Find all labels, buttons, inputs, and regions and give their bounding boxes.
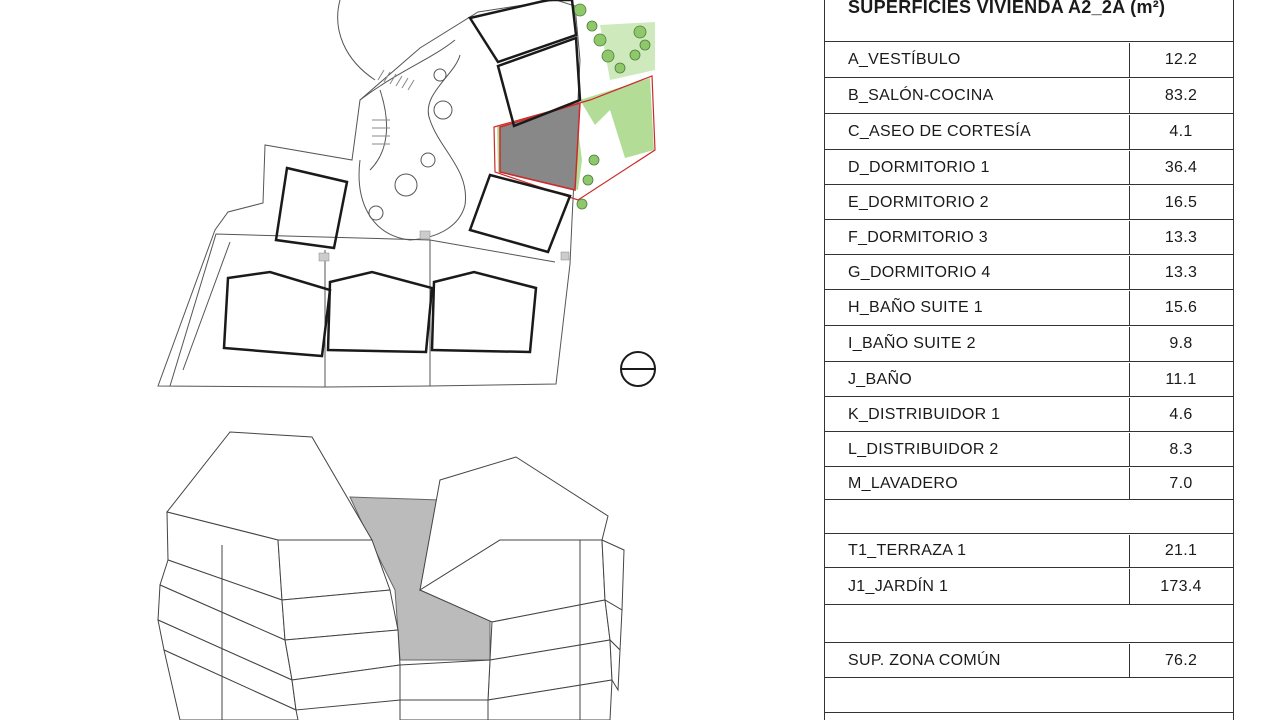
tree-marker (433, 100, 453, 120)
garden-curve (369, 89, 388, 171)
room-label: H_BAÑO SUITE 1 (848, 299, 983, 316)
table-row: L_DISTRIBUIDOR 2 8.3 (825, 433, 1233, 467)
tree-marker (394, 173, 418, 197)
room-label: A_VESTÍBULO (848, 51, 961, 68)
stairs (372, 69, 415, 145)
building-block (468, 173, 572, 254)
table-title-text: SUPERFICIES VIVIENDA A2_2A (m²) (848, 0, 1166, 17)
table-spacer-row (825, 501, 1233, 534)
building-block (274, 166, 349, 250)
terrace-curve (359, 39, 456, 101)
inner-path-2 (182, 241, 231, 371)
table-row: G_DORMITORIO 4 13.3 (825, 256, 1233, 290)
room-area: 4.6 (1169, 405, 1193, 423)
unit-outline (493, 75, 656, 201)
room-area: 7.0 (1169, 474, 1193, 492)
building-block (467, 0, 578, 64)
table-row: E_DORMITORIO 2 16.5 (825, 186, 1233, 220)
room-label: L_DISTRIBUIDOR 2 (848, 440, 999, 458)
room-area: 8.3 (1169, 440, 1193, 458)
exterior-label: T1_TERRAZA 1 (848, 542, 967, 559)
building-block (430, 270, 538, 354)
room-label: J_BAÑO (848, 370, 913, 388)
table-row: M_LAVADERO 7.0 (825, 468, 1233, 500)
room-area: 13.3 (1164, 228, 1198, 246)
table-row: K_DISTRIBUIDOR 1 4.6 (825, 398, 1233, 432)
room-area: 36.4 (1164, 158, 1198, 176)
pool-curve (337, 0, 376, 81)
site-plan (157, 0, 656, 720)
tree-marker (420, 152, 436, 168)
table-row: F_DORMITORIO 3 13.3 (825, 221, 1233, 255)
table-row: J1_JARDÍN 1 173.4 (825, 569, 1233, 605)
drawings-area (157, 0, 656, 720)
surfaces-table: SUPERFICIES VIVIENDA A2_2A (m²) A_VESTÍB… (824, 0, 1234, 720)
table-row: J_BAÑO 11.1 (825, 363, 1233, 397)
room-area: 11.1 (1165, 370, 1197, 388)
table-row: A_VESTÍBULO 12.2 (825, 43, 1233, 78)
table-spacer-row (825, 679, 1233, 713)
stair-markers (318, 230, 570, 262)
north-arrow-icon (620, 351, 656, 387)
room-label: D_DORMITORIO 1 (848, 158, 990, 176)
room-label: E_DORMITORIO 2 (848, 193, 989, 211)
table-spacer-row (825, 606, 1233, 643)
exterior-label: J1_JARDÍN 1 (848, 577, 949, 595)
room-area: 83.2 (1164, 87, 1198, 104)
table-row: SUP. ZONA COMÚN 76.2 (825, 644, 1233, 678)
inner-path (169, 233, 556, 387)
room-area: 9.8 (1169, 335, 1193, 352)
room-label: F_DORMITORIO 3 (848, 228, 988, 246)
exterior-area: 21.1 (1164, 542, 1198, 559)
building-block (326, 270, 434, 354)
room-label: I_BAÑO SUITE 2 (848, 335, 976, 352)
room-label: M_LAVADERO (848, 474, 958, 492)
room-area: 15.6 (1164, 299, 1198, 316)
room-area: 12.2 (1164, 51, 1198, 68)
room-area: 13.3 (1164, 263, 1198, 281)
table-row: D_DORMITORIO 1 36.4 (825, 151, 1233, 185)
common-area-value: 76.2 (1164, 651, 1198, 669)
axonometric-view (157, 431, 625, 720)
table-row: B_SALÓN-COCINA 83.2 (825, 79, 1233, 114)
table-row: H_BAÑO SUITE 1 15.6 (825, 291, 1233, 326)
tree-marker (368, 205, 384, 221)
room-label: G_DORMITORIO 4 (848, 263, 991, 281)
trees (573, 3, 651, 210)
garden-path (358, 54, 467, 241)
room-area: 16.5 (1164, 193, 1198, 211)
room-label: B_SALÓN-COCINA (848, 87, 994, 104)
exterior-area: 173.4 (1160, 577, 1202, 595)
building-block (222, 270, 332, 358)
room-area: 4.1 (1169, 123, 1193, 140)
table-row: C_ASEO DE CORTESÍA 4.1 (825, 115, 1233, 150)
building-block (496, 36, 582, 128)
table-title: SUPERFICIES VIVIENDA A2_2A (m²) (825, 0, 1233, 42)
common-area-label: SUP. ZONA COMÚN (848, 651, 1001, 669)
table-row: I_BAÑO SUITE 2 9.8 (825, 327, 1233, 362)
tree-marker (433, 68, 447, 82)
table-row: T1_TERRAZA 1 21.1 (825, 535, 1233, 568)
room-label: C_ASEO DE CORTESÍA (848, 123, 1031, 140)
room-label: K_DISTRIBUIDOR 1 (848, 405, 1001, 423)
